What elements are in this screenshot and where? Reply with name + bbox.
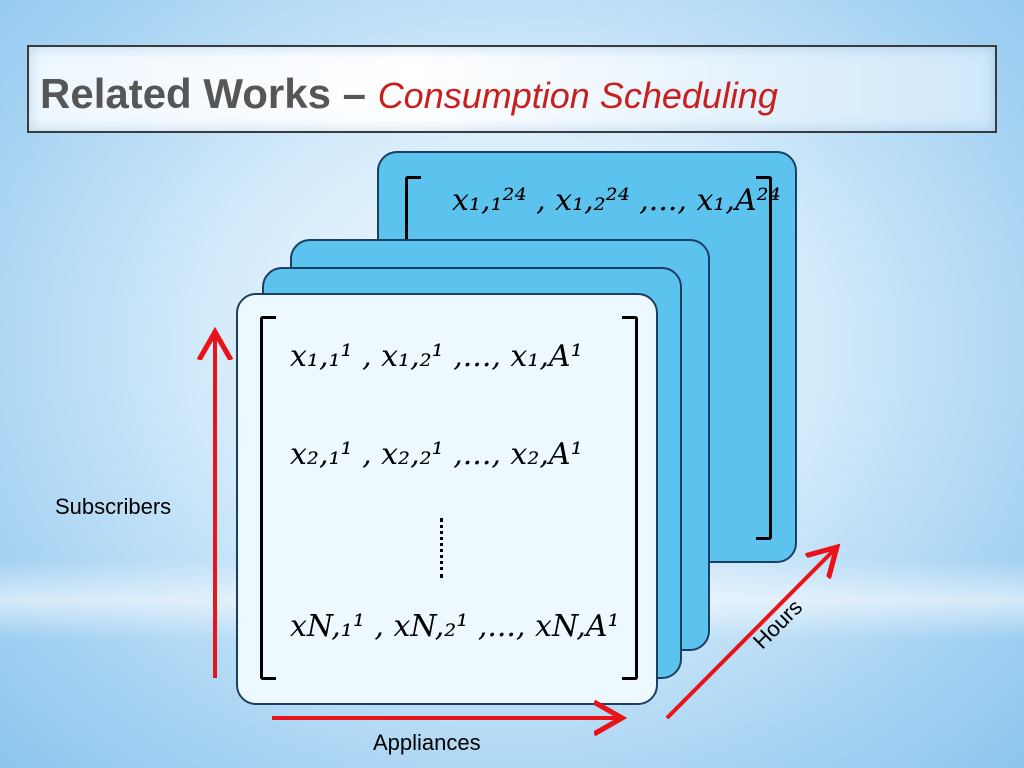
front-row-1-text: x₁,₁¹ , x₁,₂¹ ,..., x₁,A¹	[290, 339, 583, 374]
vertical-ellipsis	[440, 518, 443, 578]
front-left-bracket	[260, 316, 276, 680]
front-matrix-row-n: xN,₁¹ , xN,₂¹ ,..., xN,A¹	[290, 612, 620, 642]
front-row-n-text: xN,₁¹ , xN,₂¹ ,..., xN,A¹	[290, 609, 620, 644]
title-subtitle: Consumption Scheduling	[377, 75, 778, 116]
title-main: Related Works –	[40, 70, 378, 117]
front-right-bracket	[622, 316, 638, 680]
appliances-label: Appliances	[373, 730, 481, 755]
front-row-2-text: x₂,₁¹ , x₂,₂¹ ,..., x₂,A¹	[290, 437, 583, 472]
front-matrix-row-2: x₂,₁¹ , x₂,₂¹ ,..., x₂,A¹	[290, 440, 583, 470]
back-matrix-row-1: x₁,₁²⁴ , x₁,₂²⁴ ,..., x₁,A²⁴	[452, 186, 781, 216]
back-row-1-text: x₁,₁²⁴ , x₁,₂²⁴ ,..., x₁,A²⁴	[452, 183, 781, 218]
matrix-card-hour-1	[236, 293, 658, 705]
slide-title: Related Works – Consumption Scheduling	[40, 66, 778, 124]
hours-arrow	[665, 550, 834, 720]
back-right-bracket	[756, 176, 772, 540]
front-matrix-row-1: x₁,₁¹ , x₁,₂¹ ,..., x₁,A¹	[290, 342, 583, 372]
title-frame	[27, 45, 997, 133]
subscribers-label: Subscribers	[55, 494, 172, 519]
